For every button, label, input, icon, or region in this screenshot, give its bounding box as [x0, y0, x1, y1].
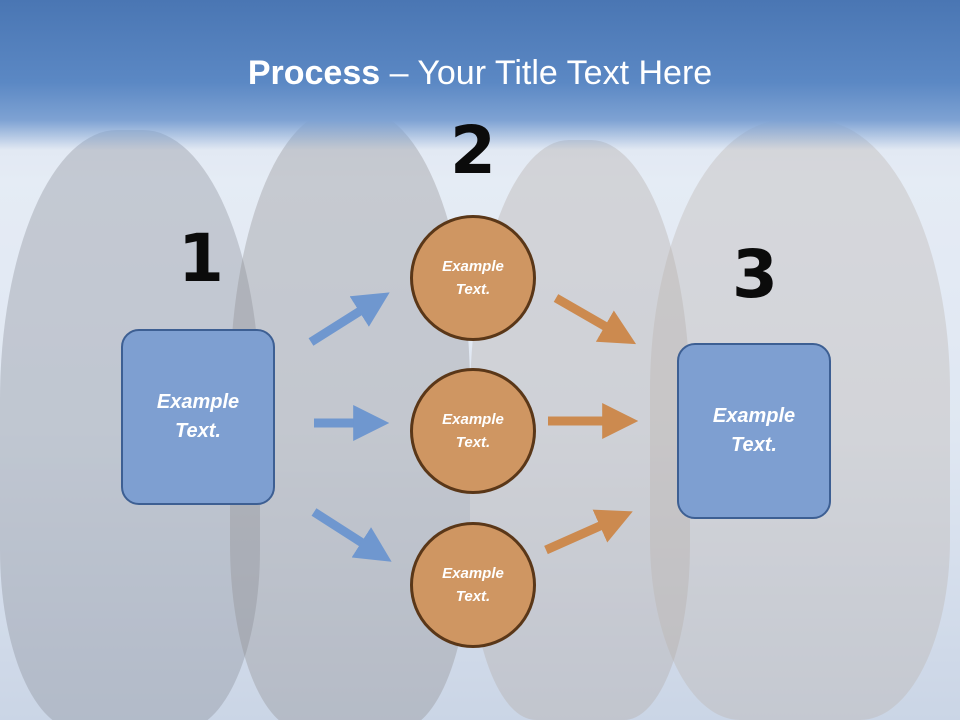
step-number-2: 2 [450, 112, 496, 189]
right-box-line1: Example [712, 405, 796, 427]
circle-top-line2: Text. [455, 281, 491, 298]
circle-middle-line2: Text. [455, 434, 491, 451]
arrow-down-right-orange [553, 294, 637, 345]
arrow-up-right [308, 292, 390, 346]
circle-middle-line1: Example [442, 411, 504, 428]
arrow-up-right-orange [544, 509, 633, 555]
left-box-line1: Example [156, 391, 240, 413]
circle-top-line1: Example [442, 258, 504, 275]
arrow-down-right [311, 508, 392, 562]
slide-title: Process – Your Title Text Here [247, 54, 713, 92]
left-box-line2: Text. [175, 420, 221, 442]
circle-bottom-line1: Example [442, 565, 504, 582]
step-number-3: 3 [732, 236, 778, 313]
right-box-line2: Text. [731, 434, 777, 456]
step-number-1: 1 [178, 220, 224, 297]
circle-bottom-line2: Text. [455, 588, 491, 605]
title-banner [0, 0, 960, 150]
